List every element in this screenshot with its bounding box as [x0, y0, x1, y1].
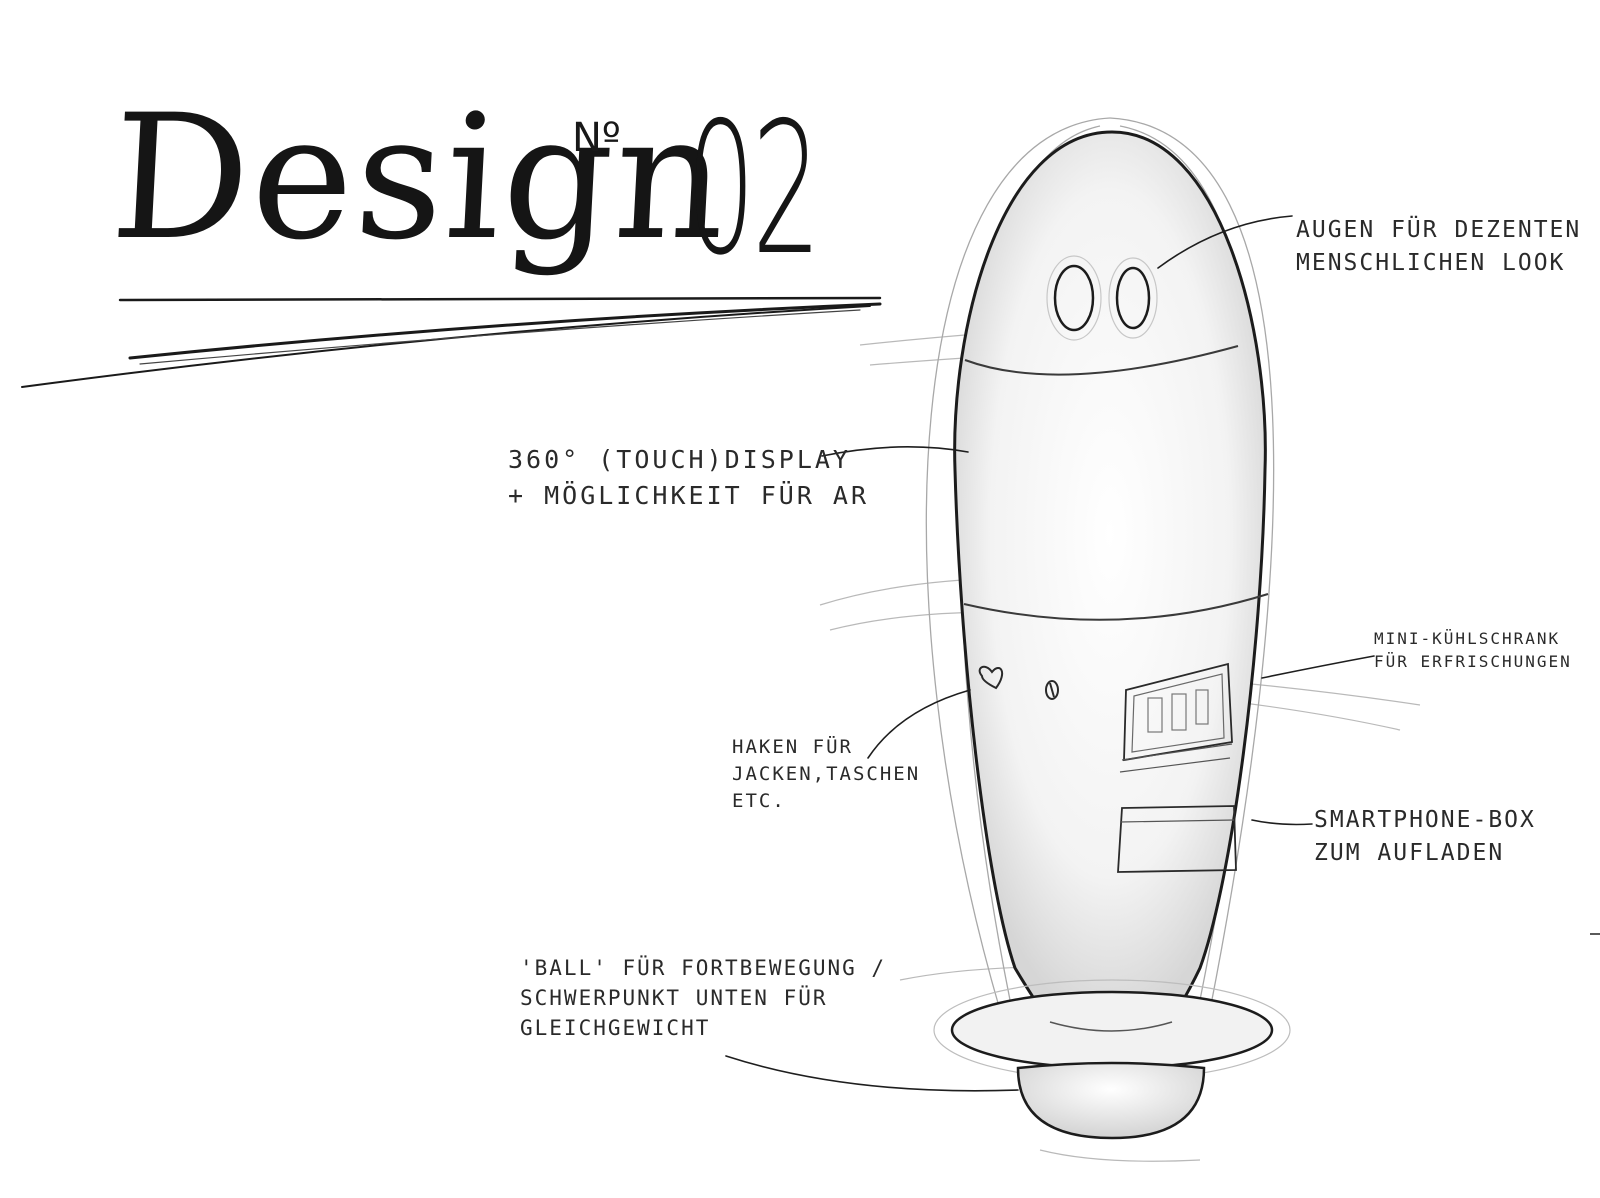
annotation-phone-box: SMARTPHONE-BOX ZUM AUFLADEN [1314, 804, 1536, 869]
annotation-line: AUGEN FÜR DEZENTEN [1296, 214, 1581, 247]
annotation-line: ZUM AUFLADEN [1314, 837, 1536, 870]
robot-ball [1018, 1063, 1204, 1138]
title-design-word: Design [107, 92, 732, 264]
annotation-line: GLEICHGEWICHT [520, 1014, 886, 1044]
annotation-line: 'BALL' FÜR FORTBEWEGUNG / [520, 954, 886, 984]
annotation-line: 360° (TOUCH)DISPLAY [508, 442, 869, 478]
title-number: 02 [686, 98, 818, 280]
leader-phone [1252, 820, 1312, 825]
annotation-line: ETC. [732, 788, 920, 815]
annotation-display: 360° (TOUCH)DISPLAY + MÖGLICHKEIT FÜR AR [508, 442, 869, 513]
annotation-line: FÜR ERFRISCHUNGEN [1374, 651, 1572, 674]
annotation-hooks: HAKEN FÜR JACKEN,TASCHEN ETC. [732, 734, 920, 815]
title-underline [22, 298, 880, 387]
annotation-fridge: MINI-KÜHLSCHRANK FÜR ERFRISCHUNGEN [1374, 628, 1572, 673]
title-number-sign: Nº [572, 118, 621, 158]
annotation-line: MINI-KÜHLSCHRANK [1374, 628, 1572, 651]
robot-body [955, 132, 1266, 1025]
leader-fridge [1262, 656, 1374, 678]
annotation-ball: 'BALL' FÜR FORTBEWEGUNG / SCHWERPUNKT UN… [520, 954, 886, 1043]
annotation-line: + MÖGLICHKEIT FÜR AR [508, 478, 869, 514]
annotation-line: MENSCHLICHEN LOOK [1296, 247, 1581, 280]
annotation-line: JACKEN,TASCHEN [732, 761, 920, 788]
annotation-line: SMARTPHONE-BOX [1314, 804, 1536, 837]
annotation-eyes: AUGEN FÜR DEZENTEN MENSCHLICHEN LOOK [1296, 214, 1581, 279]
annotation-line: SCHWERPUNKT UNTEN FÜR [520, 984, 886, 1014]
annotation-line: HAKEN FÜR [732, 734, 920, 761]
